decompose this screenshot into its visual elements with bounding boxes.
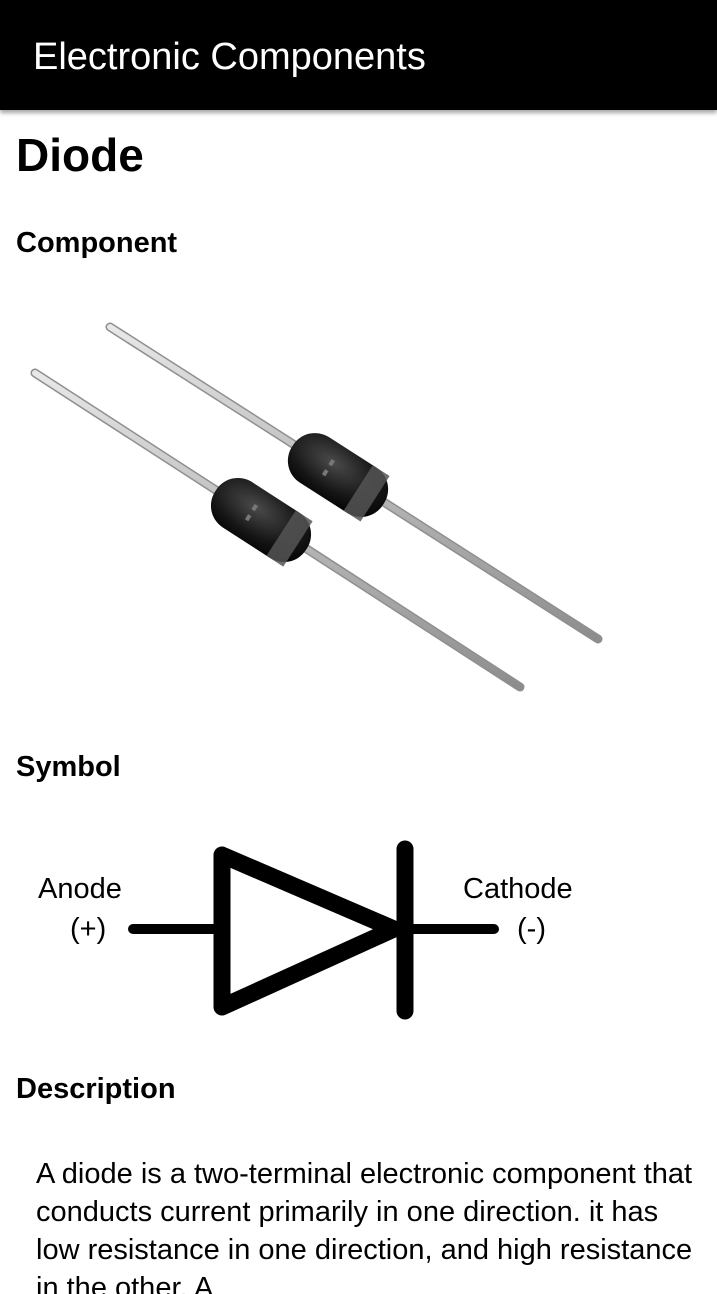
diode-symbol-diagram: Anode (+) Cathode (-): [38, 840, 573, 1020]
diode-triangle: [213, 846, 403, 1016]
description-heading: Description: [16, 1073, 176, 1105]
page-title: Diode: [16, 129, 144, 181]
symbol-heading: Symbol: [16, 751, 121, 783]
anode-label: Anode: [38, 873, 122, 905]
content-scroll-area[interactable]: Diode Component: [0, 110, 717, 1294]
anode-sign: (+): [70, 913, 106, 945]
description-text: A diode is a two-terminal electronic com…: [36, 1158, 693, 1294]
component-heading: Component: [16, 227, 178, 259]
diode-component-image: [30, 322, 603, 692]
app-title: Electronic Components: [33, 36, 426, 78]
diode-front: [30, 368, 525, 692]
cathode-sign: (-): [517, 913, 546, 945]
diode-back: [105, 322, 603, 644]
cathode-label: Cathode: [463, 873, 573, 905]
app-bar: Electronic Components: [0, 0, 717, 110]
